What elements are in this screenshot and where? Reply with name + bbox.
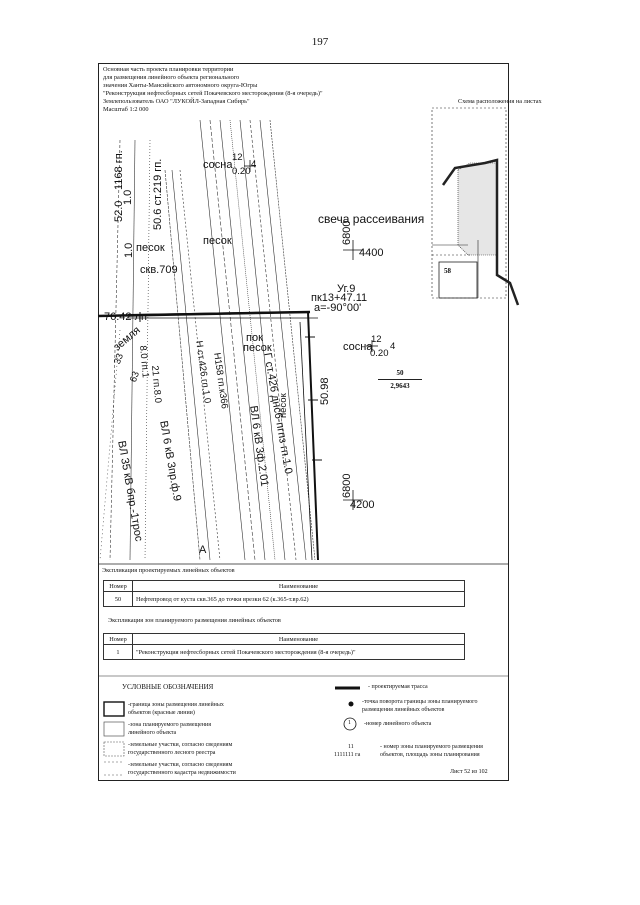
map-label: сосна bbox=[343, 341, 373, 353]
parcel-area: 2,9643 bbox=[390, 382, 410, 390]
map-label: Уг.9 bbox=[337, 283, 356, 295]
map-label: А bbox=[199, 544, 207, 556]
grid-crosses bbox=[244, 160, 378, 510]
parcel-fraction: 50 2,9643 bbox=[378, 369, 422, 390]
legend-turn-point: -точка поворота границы зоны планируемог… bbox=[362, 699, 478, 713]
map-label: 4200 bbox=[350, 499, 375, 511]
table-cell: 1 bbox=[103, 644, 133, 660]
title-line: Масштаб 1:2 000 bbox=[103, 106, 149, 114]
projected-route bbox=[97, 310, 311, 318]
map-label: 4 bbox=[251, 159, 257, 170]
title-line: для размещения линейного объекта региона… bbox=[103, 74, 240, 82]
zones-table: Номер Наименование 1 "Реконструкция нефт… bbox=[103, 633, 465, 660]
map-label: 12 bbox=[371, 334, 382, 345]
map-label: свеча рассеивания bbox=[318, 212, 425, 226]
map-label: песок bbox=[203, 235, 232, 247]
map-label: 0.20 bbox=[370, 348, 389, 359]
map-label: пок bbox=[246, 332, 263, 344]
title-line: Основная часть проекта планировки террит… bbox=[103, 66, 234, 73]
sheet-frame bbox=[98, 63, 509, 781]
scheme-title: Схема расположения на листах bbox=[458, 98, 542, 105]
map-label: 4 bbox=[390, 341, 396, 352]
map-label: песок bbox=[136, 242, 165, 254]
sheet-number: Лист 52 из 102 bbox=[450, 769, 488, 775]
legend-zone-num: -зона планируемого размещения линейного … bbox=[128, 722, 211, 736]
legend-zone-area-key1: 11 bbox=[348, 744, 354, 750]
legend-zone-area-key2: 1111111 га bbox=[334, 752, 361, 758]
table-row: 1 "Реконструкция нефтесборных сетей Пока… bbox=[103, 644, 465, 660]
legend-obj-num: -номер линейного объекта bbox=[364, 721, 432, 727]
table-cell: "Реконструкция нефтесборных сетей Покаче… bbox=[132, 644, 465, 660]
scheme-sheet-label: 58 bbox=[444, 267, 451, 275]
map-label: а=-90°00' bbox=[314, 302, 362, 314]
title-block: Основная часть проекта планировки террит… bbox=[103, 66, 323, 115]
legend-red-lines: -граница зоны размещения линейных объект… bbox=[128, 702, 224, 716]
map-label: 12 bbox=[232, 152, 243, 163]
map-label: 76.42 лп bbox=[104, 311, 147, 323]
map-label: песок bbox=[243, 342, 272, 354]
map-label: сосна bbox=[203, 159, 233, 171]
parcel-number: 50 bbox=[396, 369, 404, 377]
legend-land-reg: -земельные участки, согласно сведениям г… bbox=[128, 742, 233, 756]
scheme-inset bbox=[431, 107, 520, 306]
linear-objects-title: Экспликация проектируемых линейных объек… bbox=[102, 567, 235, 574]
linear-objects-table: Номер Наименование 50 Нефтепровод от кус… bbox=[103, 580, 465, 607]
legend-land-cad: -земельные участки, согласно сведениям г… bbox=[128, 762, 236, 776]
legend-zone-area: - номер зоны планируемого размещения объ… bbox=[380, 744, 483, 758]
title-line: Землепользователь ОАО "ЛУКОЙЛ-Западная С… bbox=[103, 98, 250, 106]
map-label: 0.20 bbox=[232, 166, 251, 177]
title-line: значения Ханты-Мансийского автономного о… bbox=[103, 82, 258, 90]
page-number: 197 bbox=[311, 36, 329, 48]
map-label: скв.709 bbox=[140, 264, 178, 276]
legend-obj-num-key: 1 bbox=[348, 720, 351, 726]
legend-title: УСЛОВНЫЕ ОБОЗНАЧЕНИЯ bbox=[122, 683, 214, 691]
map-label: 4400 bbox=[359, 247, 384, 259]
title-line: "Реконструкция нефтесборных сетей Покаче… bbox=[103, 90, 323, 98]
map-label: пк13+47.11 bbox=[311, 292, 368, 304]
table-row: 50 Нефтепровод от куста скв.365 до точки… bbox=[103, 591, 465, 607]
legend-route: - проектируемая трасса bbox=[368, 684, 428, 690]
table-cell: Нефтепровод от куста скв.365 до точки вр… bbox=[132, 591, 465, 607]
zones-title: Экспликация зон планируемого размещения … bbox=[108, 617, 281, 624]
pipeline-corridor bbox=[99, 119, 316, 561]
